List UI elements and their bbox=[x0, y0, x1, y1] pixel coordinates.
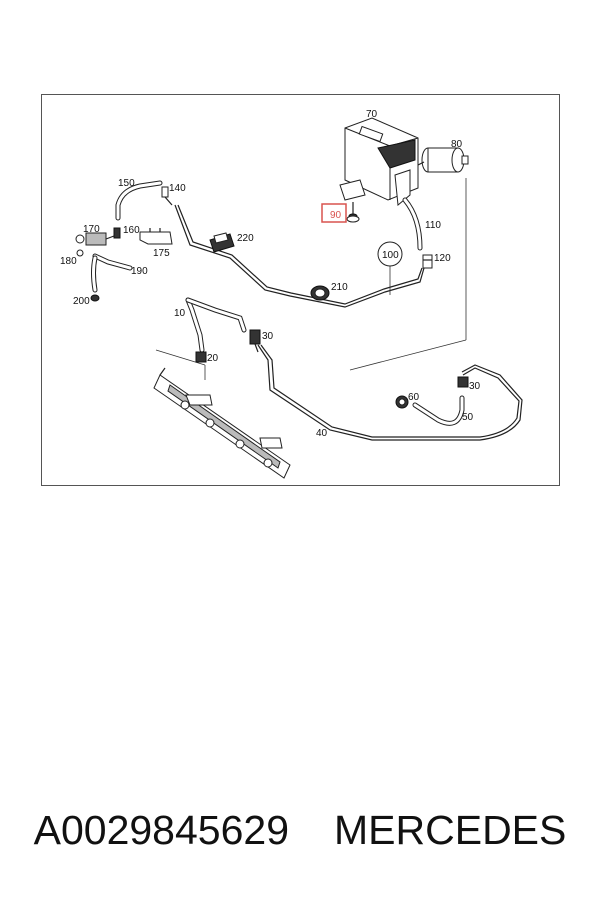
callout-60: 60 bbox=[408, 392, 420, 403]
callout-160: 160 bbox=[123, 225, 140, 236]
fuel-line-40 bbox=[257, 344, 523, 441]
callout-200: 200 bbox=[73, 296, 90, 307]
fuel-line-upper bbox=[174, 204, 425, 308]
callout-50: 50 bbox=[462, 412, 474, 423]
connector-140 bbox=[161, 186, 173, 206]
fuel-line-10 bbox=[185, 297, 247, 353]
fuel-rail bbox=[153, 367, 291, 479]
callout-70: 70 bbox=[366, 109, 378, 120]
clip-30-lower bbox=[457, 376, 469, 388]
callout-120: 120 bbox=[434, 253, 451, 264]
grommet-60 bbox=[395, 395, 409, 409]
callout-100: 100 bbox=[382, 250, 399, 261]
hose-150 bbox=[115, 180, 163, 221]
clip-160 bbox=[113, 227, 121, 239]
bracket-220 bbox=[209, 232, 235, 253]
callout-80: 80 bbox=[451, 139, 463, 150]
bracket-175 bbox=[139, 228, 173, 245]
clip-210 bbox=[310, 285, 330, 301]
callout-30-upper: 30 bbox=[262, 331, 274, 342]
callout-90: 90 bbox=[330, 210, 342, 221]
callout-30-lower: 30 bbox=[469, 381, 481, 392]
connector-30-upper bbox=[249, 329, 261, 353]
clamp-200 bbox=[90, 294, 100, 302]
fuel-filter bbox=[417, 147, 469, 173]
callout-190: 190 bbox=[131, 266, 148, 277]
connector-180 bbox=[76, 249, 84, 257]
callout-170: 170 bbox=[83, 224, 100, 235]
hose-110 bbox=[402, 197, 423, 251]
hose-190 bbox=[91, 253, 133, 293]
callout-110: 110 bbox=[425, 220, 441, 231]
callout-150: 150 bbox=[118, 178, 135, 189]
part-number: A0029845629 bbox=[33, 806, 289, 853]
callout-210: 210 bbox=[331, 282, 348, 293]
callout-20: 20 bbox=[207, 353, 219, 364]
clip-20 bbox=[195, 351, 207, 363]
hose-50 bbox=[412, 395, 465, 426]
callout-circle-100 bbox=[377, 241, 403, 267]
callout-175: 175 bbox=[153, 248, 170, 259]
diagram-frame bbox=[41, 94, 560, 486]
clamp-120 bbox=[422, 254, 433, 269]
callout-220: 220 bbox=[237, 233, 254, 244]
callout-10: 10 bbox=[174, 308, 186, 319]
caption: A0029845629 MERCEDES bbox=[0, 800, 600, 860]
bolt-90 bbox=[346, 202, 360, 223]
callout-180: 180 bbox=[60, 256, 77, 267]
brand-name: MERCEDES bbox=[334, 806, 567, 853]
connector-170 bbox=[75, 232, 115, 246]
charcoal-canister bbox=[339, 117, 419, 206]
callout-40: 40 bbox=[316, 428, 328, 439]
callout-140: 140 bbox=[169, 183, 186, 194]
highlight-box-90 bbox=[321, 203, 347, 223]
